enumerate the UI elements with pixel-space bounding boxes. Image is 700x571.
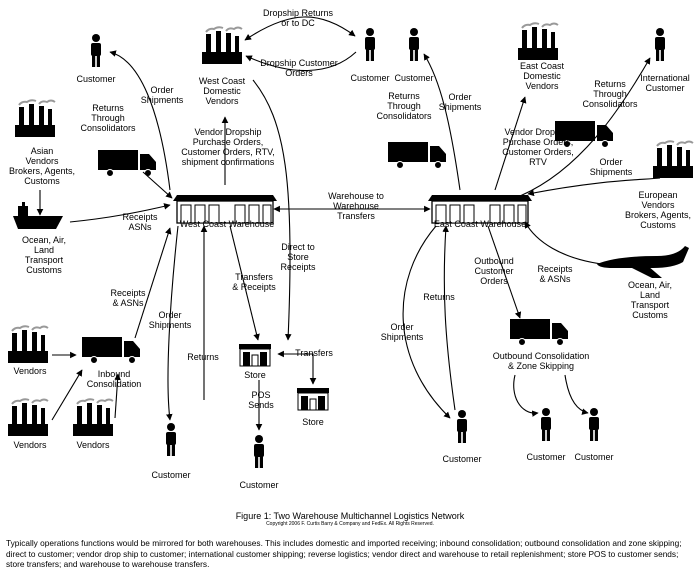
label-international-customer: International Customer xyxy=(640,73,690,93)
label-ocean-air-land-transport: Ocean, Air, Land Transport Customs xyxy=(21,235,67,275)
label-receipts-asns: Receipts & ASNs xyxy=(537,264,573,284)
label-order-shipments: Order Shipments xyxy=(438,92,482,112)
customer-person-icon xyxy=(254,435,264,468)
airplane-icon xyxy=(597,246,689,278)
store-icon xyxy=(238,343,272,367)
label-direct-to-store-receipts: Direct to Store Receipts xyxy=(280,242,316,272)
label-vendor-dropship-east: Vendor Dropship Purchase Orders, Custome… xyxy=(502,127,574,167)
customer-person-icon xyxy=(365,28,375,61)
customer-person-icon xyxy=(409,28,419,61)
asian-vendor-factory-icon xyxy=(14,99,56,138)
label-customer: Customer xyxy=(442,454,482,464)
label-vendors: Vendors xyxy=(13,440,47,450)
label-returns-through-consolidators: Returns Through Consolidators xyxy=(80,103,136,133)
customer-person-icon xyxy=(541,408,551,441)
label-outbound-consolidation: Outbound Consolidation & Zone Skipping xyxy=(492,351,590,371)
truck-icon xyxy=(97,149,157,177)
label-customer: Customer xyxy=(239,480,279,490)
label-receipts-asns: Receipts ASNs xyxy=(122,212,158,232)
label-receipts-asns: Receipts & ASNs xyxy=(110,288,146,308)
label-customer: Customer xyxy=(151,470,191,480)
label-store: Store xyxy=(244,370,266,380)
label-inbound-consolidation: Inbound Consolidation xyxy=(86,369,142,389)
customer-person-icon xyxy=(91,34,101,67)
label-warehouse-to-warehouse-transfers: Warehouse to Warehouse Transfers xyxy=(328,191,384,221)
label-store: Store xyxy=(302,417,324,427)
label-order-shipments: Order Shipments xyxy=(380,322,424,342)
label-pos-sends: POS Sends xyxy=(248,390,274,410)
label-transfers: Transfers xyxy=(295,348,333,358)
label-west-coast-warehouse: West Coast Warehouse xyxy=(179,219,275,229)
label-customer: Customer xyxy=(574,452,614,462)
figure-caption: Figure 1: Two Warehouse Multichannel Log… xyxy=(235,511,465,521)
label-west-coast-domestic-vendors: West Coast Domestic Vendors xyxy=(198,76,246,106)
label-returns: Returns xyxy=(423,292,455,302)
label-order-shipments: Order Shipments xyxy=(589,157,633,177)
label-asian-vendors: Asian Vendors Brokers, Agents, Customs xyxy=(8,146,76,186)
label-returns-through-consolidators: Returns Through Consolidators xyxy=(582,79,638,109)
label-vendor-dropship-west: Vendor Dropship Purchase Orders, Custome… xyxy=(181,127,275,167)
label-transfers-receipts: Transfers & Receipts xyxy=(232,272,276,292)
label-dropship-customer-orders: Dropship Customer Orders xyxy=(260,58,338,78)
vendor-factory-icon xyxy=(7,325,49,364)
label-dropship-returns: Dropship Returns or to DC xyxy=(262,8,334,28)
label-ocean-air-land-transport: Ocean, Air, Land Transport Customs xyxy=(627,280,673,320)
truck-icon xyxy=(387,141,447,169)
vendor-factory-icon xyxy=(72,398,114,437)
east-coast-vendor-factory-icon xyxy=(517,22,559,61)
label-vendors: Vendors xyxy=(76,440,110,450)
label-customer: Customer xyxy=(350,73,390,83)
label-east-coast-warehouse: East Coast Warehouse xyxy=(433,219,527,229)
label-order-shipments: Order Shipments xyxy=(148,310,192,330)
label-returns: Returns xyxy=(187,352,219,362)
label-east-coast-domestic-vendors: East Coast Domestic Vendors xyxy=(519,61,565,91)
vendor-factory-icon xyxy=(7,398,49,437)
flow-arrows xyxy=(36,16,661,431)
truck-icon xyxy=(509,318,569,346)
label-vendors: Vendors xyxy=(13,366,47,376)
customer-person-icon xyxy=(166,423,176,456)
west-coast-vendor-factory-icon xyxy=(201,26,243,65)
customer-person-icon xyxy=(457,410,467,443)
label-order-shipments: Order Shipments xyxy=(140,85,184,105)
label-customer: Customer xyxy=(76,74,116,84)
label-customer: Customer xyxy=(526,452,566,462)
european-vendor-factory-icon xyxy=(652,140,694,179)
customer-person-icon xyxy=(655,28,665,61)
customer-person-icon xyxy=(589,408,599,441)
copyright-notice: Copyright 2006 F. Curtis Barry & Company… xyxy=(266,521,434,527)
label-european-vendors: European Vendors Brokers, Agents, Custom… xyxy=(624,190,692,230)
label-customer: Customer xyxy=(394,73,434,83)
store-icon xyxy=(296,387,330,411)
label-outbound-customer-orders: Outbound Customer Orders xyxy=(474,256,514,286)
cargo-ship-icon xyxy=(13,202,63,229)
label-returns-through-consolidators: Returns Through Consolidators xyxy=(376,91,432,121)
truck-icon xyxy=(81,336,141,364)
figure-description: Typically operations functions would be … xyxy=(6,538,682,569)
